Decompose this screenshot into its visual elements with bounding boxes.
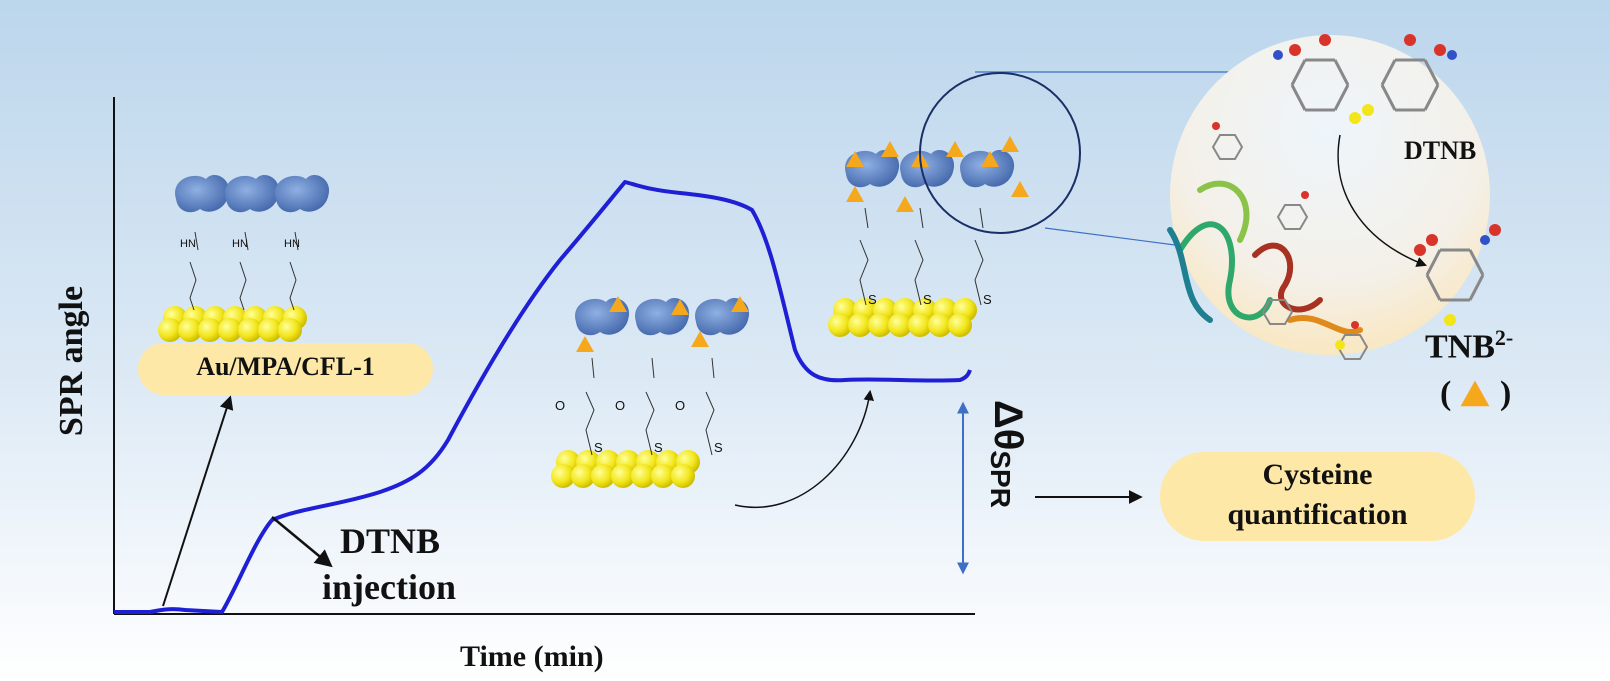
linker-s-3: S [714,440,723,455]
linker-s-6: S [983,292,992,307]
injection-label-line1: DTNB [340,521,441,561]
quantification-label-line2: quantification [1227,498,1408,531]
quantification-badge [1160,452,1475,541]
tnb-label: TNB2- [1425,325,1513,366]
surface-assembly-bound [551,296,750,488]
zoom-reaction-panel [1167,34,1501,360]
reaction-arrow [1337,134,1427,267]
surface-assembly-initial [158,175,330,342]
linker-s-5: S [923,292,932,307]
linker-s-4: S [868,292,877,307]
paren-close: ) [1500,375,1512,412]
dtnb-label: DTNB [1404,136,1477,165]
linker-s-2: S [654,440,663,455]
paren-open: ( [1440,375,1452,412]
injection-label-line2: injection [322,567,456,607]
linker-o-2: O [615,398,626,413]
x-axis-label: Time (min) [460,640,604,673]
y-axis-label: SPR angle [53,285,90,437]
linker-hn-2: HN [232,238,248,250]
delta-theta-text: Δθ [986,400,1030,451]
quantification-label-line1: Cysteine [1262,458,1373,491]
spr-sensorgram-curve [114,180,972,614]
linker-o-3: O [675,398,686,413]
linker-hn-3: HN [284,238,300,250]
surface-arrow [162,395,234,607]
transition-arrow [734,389,874,508]
surface-badge [138,343,433,395]
tnb-text: TNB [1425,328,1495,366]
surface-label: Au/MPA/CFL-1 [196,352,375,381]
linker-hn-1: HN [180,238,196,250]
plot-axes [113,97,975,615]
delta-spr-label: ΔθSPR [970,400,1030,520]
injection-arrow [271,516,333,568]
zoom-focus-circle [919,72,1081,234]
surface-assembly-final [828,136,1029,337]
linker-o-1: O [555,398,566,413]
delta-subscript: SPR [984,450,1016,508]
linker-s-1: S [594,440,603,455]
tnb-charge: 2- [1494,325,1514,350]
